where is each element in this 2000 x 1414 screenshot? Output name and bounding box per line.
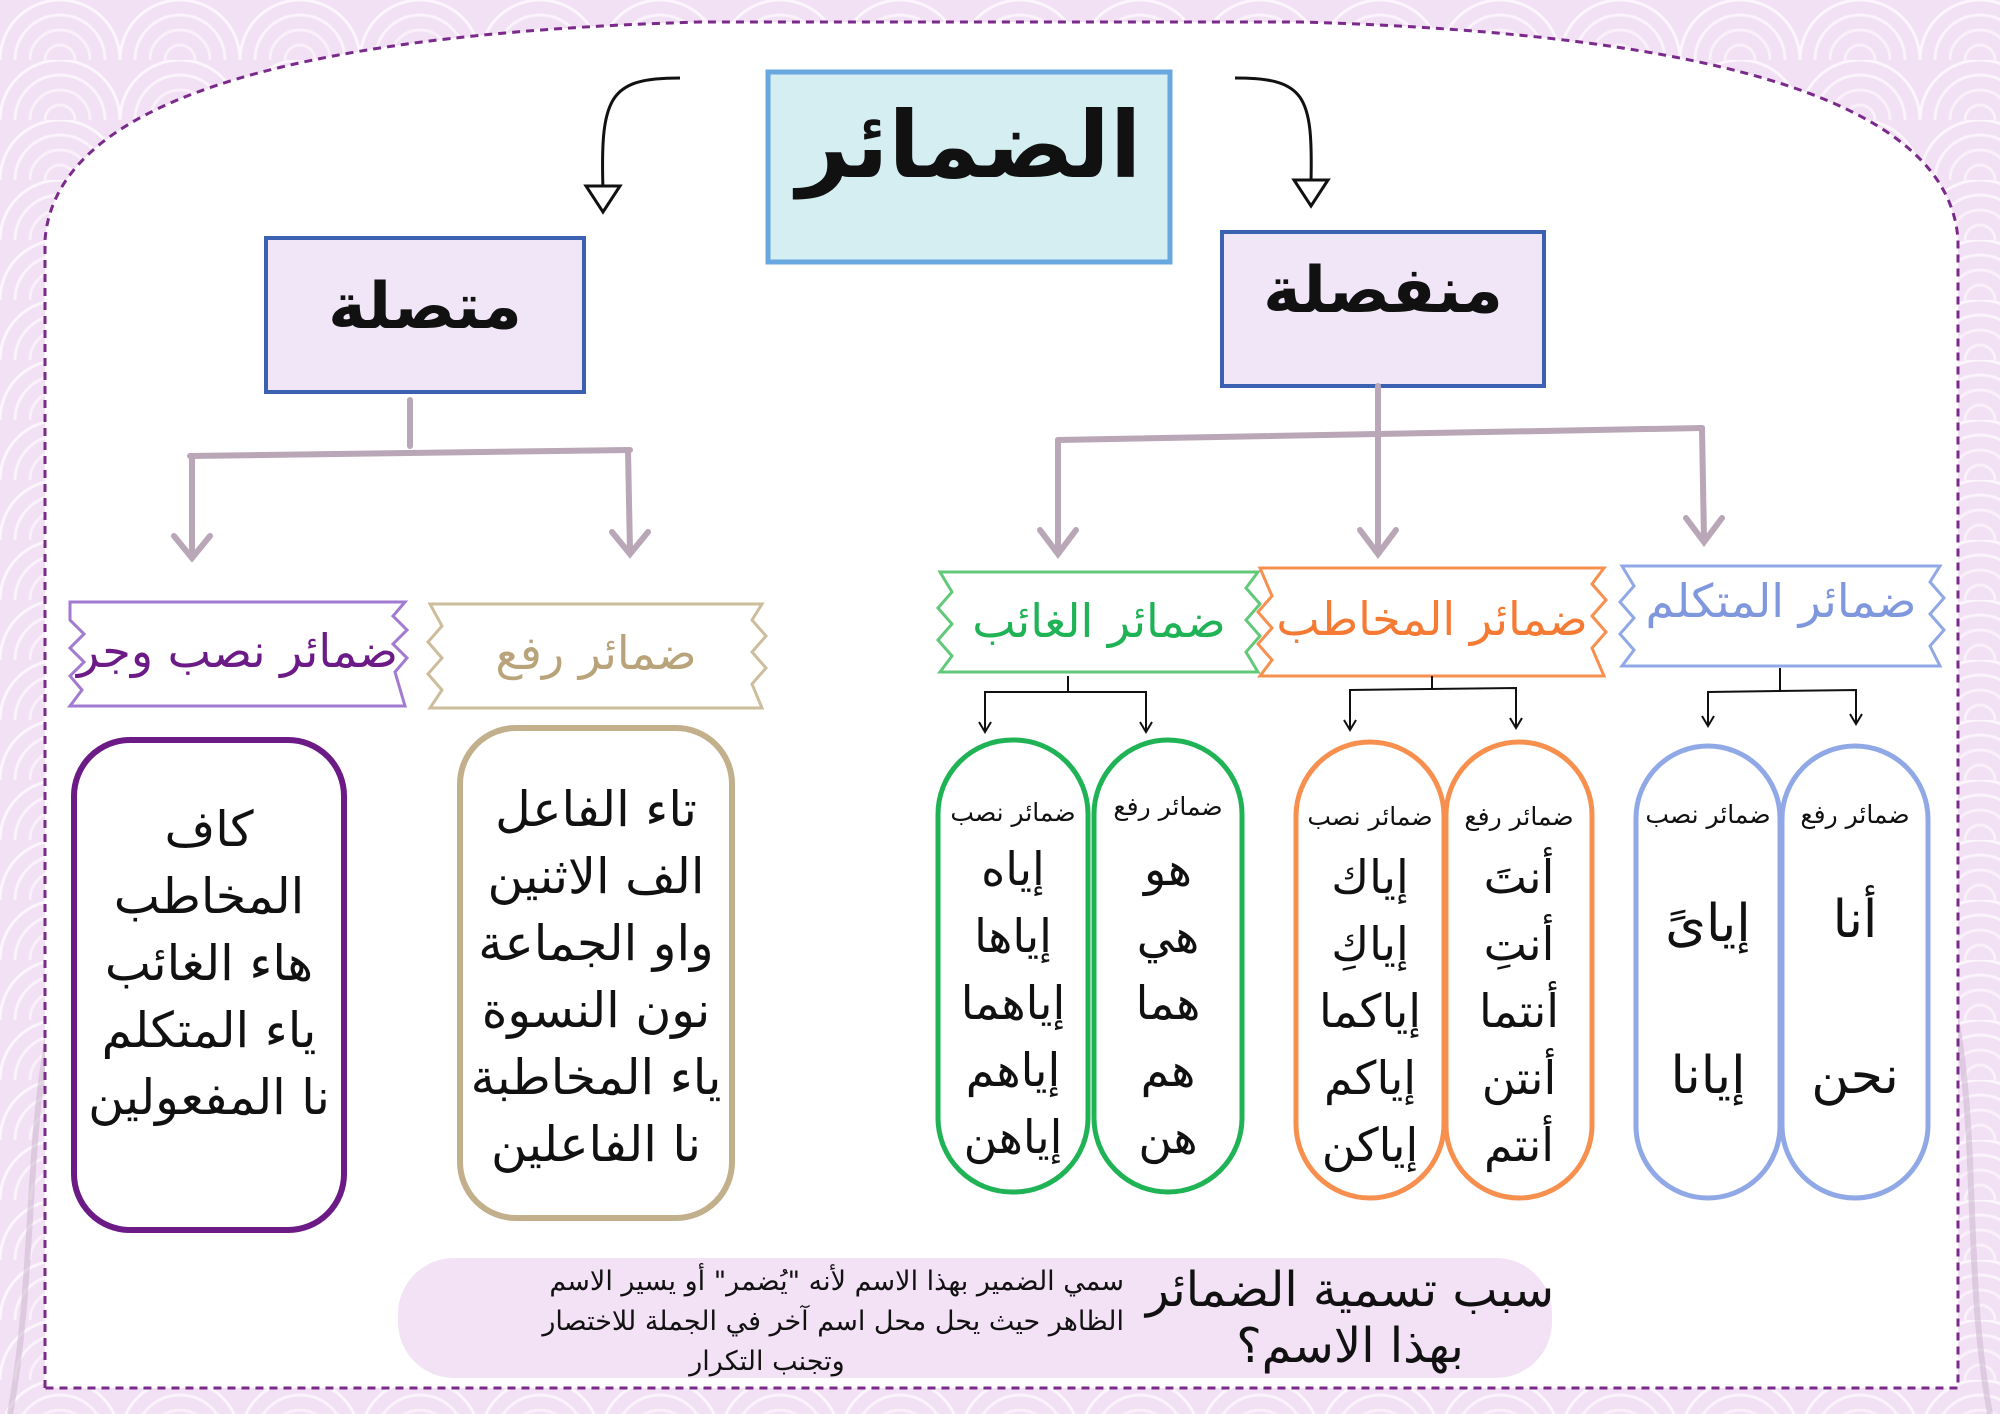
list-item: واو الجماعة <box>478 915 714 972</box>
speaker-nasb-label: ضمائر نصب <box>1645 800 1771 829</box>
list-item: إياهما <box>960 976 1066 1030</box>
ribbon-attached-raf <box>426 602 768 710</box>
ribbon-absent <box>936 570 1262 674</box>
list-item: هو <box>1143 842 1193 896</box>
list-item: نا الفاعلين <box>491 1116 701 1173</box>
list-item: أنتِ <box>1483 917 1555 971</box>
attached-raf-list: تاء الفاعل الف الاثنين واو الجماعة نون ا… <box>460 776 732 1178</box>
list-item: إياهم <box>965 1043 1061 1097</box>
reason-question-line2: بهذا الاسم؟ <box>1236 1318 1464 1374</box>
list-item: كاف <box>164 801 254 858</box>
list-item: إياكن <box>1321 1118 1419 1172</box>
list-item: أنتما <box>1478 984 1560 1038</box>
list-item: ياء المتكلم <box>101 1002 317 1059</box>
addressee-nasb-label: ضمائر نصب <box>1307 802 1433 831</box>
ribbon-nasb-jar-label: ضمائر نصب وجر <box>77 624 398 678</box>
ribbon-addressee <box>1256 566 1608 678</box>
reason-question: سبب تسمية الضمائر بهذا الاسم؟ <box>1140 1262 1560 1374</box>
ribbon-nasb-jar <box>67 600 410 708</box>
list-item: هما <box>1135 976 1201 1030</box>
list-item: تاء الفاعل <box>495 781 697 838</box>
separate-box <box>1220 230 1546 388</box>
branch-separate: منفصلة <box>1263 254 1503 328</box>
absent-nasb-pill <box>935 737 1091 1195</box>
reason-line1: سمي الضمير بهذا الاسم لأنه "يُضمر" أو يس… <box>549 1266 1124 1297</box>
ribbon-speaker-label: ضمائر المتكلم <box>1645 574 1917 628</box>
reason-text: سمي الضمير بهذا الاسم لأنه "يُضمر" أو يس… <box>410 1262 1124 1382</box>
speaker-raf-pill <box>1779 743 1931 1201</box>
list-item: أنتم <box>1483 1118 1555 1172</box>
reason-line3: وتجنب التكرار <box>689 1346 845 1377</box>
ribbon-speaker <box>1618 564 1946 668</box>
list-item: إياك <box>1331 850 1409 904</box>
page-title: الضمائر <box>796 92 1142 199</box>
addressee-nasb-list: إياك إياكِ إياكما إياكم إياكن <box>1296 844 1444 1179</box>
ribbon-absent-label: ضمائر الغائب <box>972 594 1226 648</box>
list-item: المخاطب <box>113 868 305 925</box>
reason-question-line1: سبب تسمية الضمائر <box>1145 1262 1555 1318</box>
ribbon-addressee-label: ضمائر المخاطب <box>1276 592 1588 646</box>
list-item: أنتن <box>1481 1051 1557 1105</box>
reason-line2: الظاهر حيث يحل محل اسم آخر في الجملة للا… <box>542 1306 1124 1337</box>
absent-raf-pill <box>1091 737 1245 1195</box>
attached-raf-pill <box>457 725 735 1221</box>
list-item: نا المفعولين <box>88 1069 330 1126</box>
list-item: هن <box>1138 1110 1198 1164</box>
list-item: هي <box>1136 909 1200 963</box>
absent-raf-label: ضمائر رفع <box>1113 792 1223 821</box>
addressee-raf-label: ضمائر رفع <box>1464 802 1574 831</box>
speaker-nasb-item-1: إياىً <box>1665 894 1751 954</box>
absent-raf-list: هو هي هما هم هن <box>1094 836 1242 1171</box>
list-item: هم <box>1140 1043 1196 1097</box>
absent-nasb-label: ضمائر نصب <box>950 798 1076 827</box>
list-item: نون النسوة <box>481 982 711 1039</box>
branch-attached: متصلة <box>328 270 522 344</box>
addressee-raf-pill <box>1443 739 1595 1201</box>
list-item: إياه <box>981 842 1045 896</box>
speaker-raf-item-2: نحن <box>1811 1046 1899 1106</box>
list-item: إياها <box>974 909 1052 963</box>
absent-nasb-list: إياه إياها إياهما إياهم إياهن <box>938 836 1088 1171</box>
list-item: أنتَ <box>1483 850 1555 904</box>
list-item: هاء الغائب <box>104 935 314 992</box>
ribbon-attached-raf-label: ضمائر رفع <box>495 626 697 680</box>
speaker-nasb-item-2: إيانا <box>1670 1046 1746 1106</box>
attached-nasb-pill <box>71 737 347 1233</box>
list-item: إياكم <box>1323 1051 1417 1105</box>
addressee-raf-list: أنتَ أنتِ أنتما أنتن أنتم <box>1446 844 1592 1179</box>
speaker-raf-label: ضمائر رفع <box>1800 800 1910 829</box>
list-item: ياء المخاطبة <box>470 1049 722 1106</box>
reason-box <box>398 1258 1552 1378</box>
list-item: إياكما <box>1318 984 1422 1038</box>
list-item: الف الاثنين <box>487 848 705 905</box>
list-item: إياهن <box>963 1110 1063 1164</box>
title-box <box>765 69 1173 265</box>
list-item: إياكِ <box>1331 917 1409 971</box>
attached-nasb-list: كاف المخاطب هاء الغائب ياء المتكلم نا ال… <box>74 796 344 1131</box>
attached-box <box>264 236 586 394</box>
speaker-raf-item-1: أنا <box>1832 890 1878 950</box>
